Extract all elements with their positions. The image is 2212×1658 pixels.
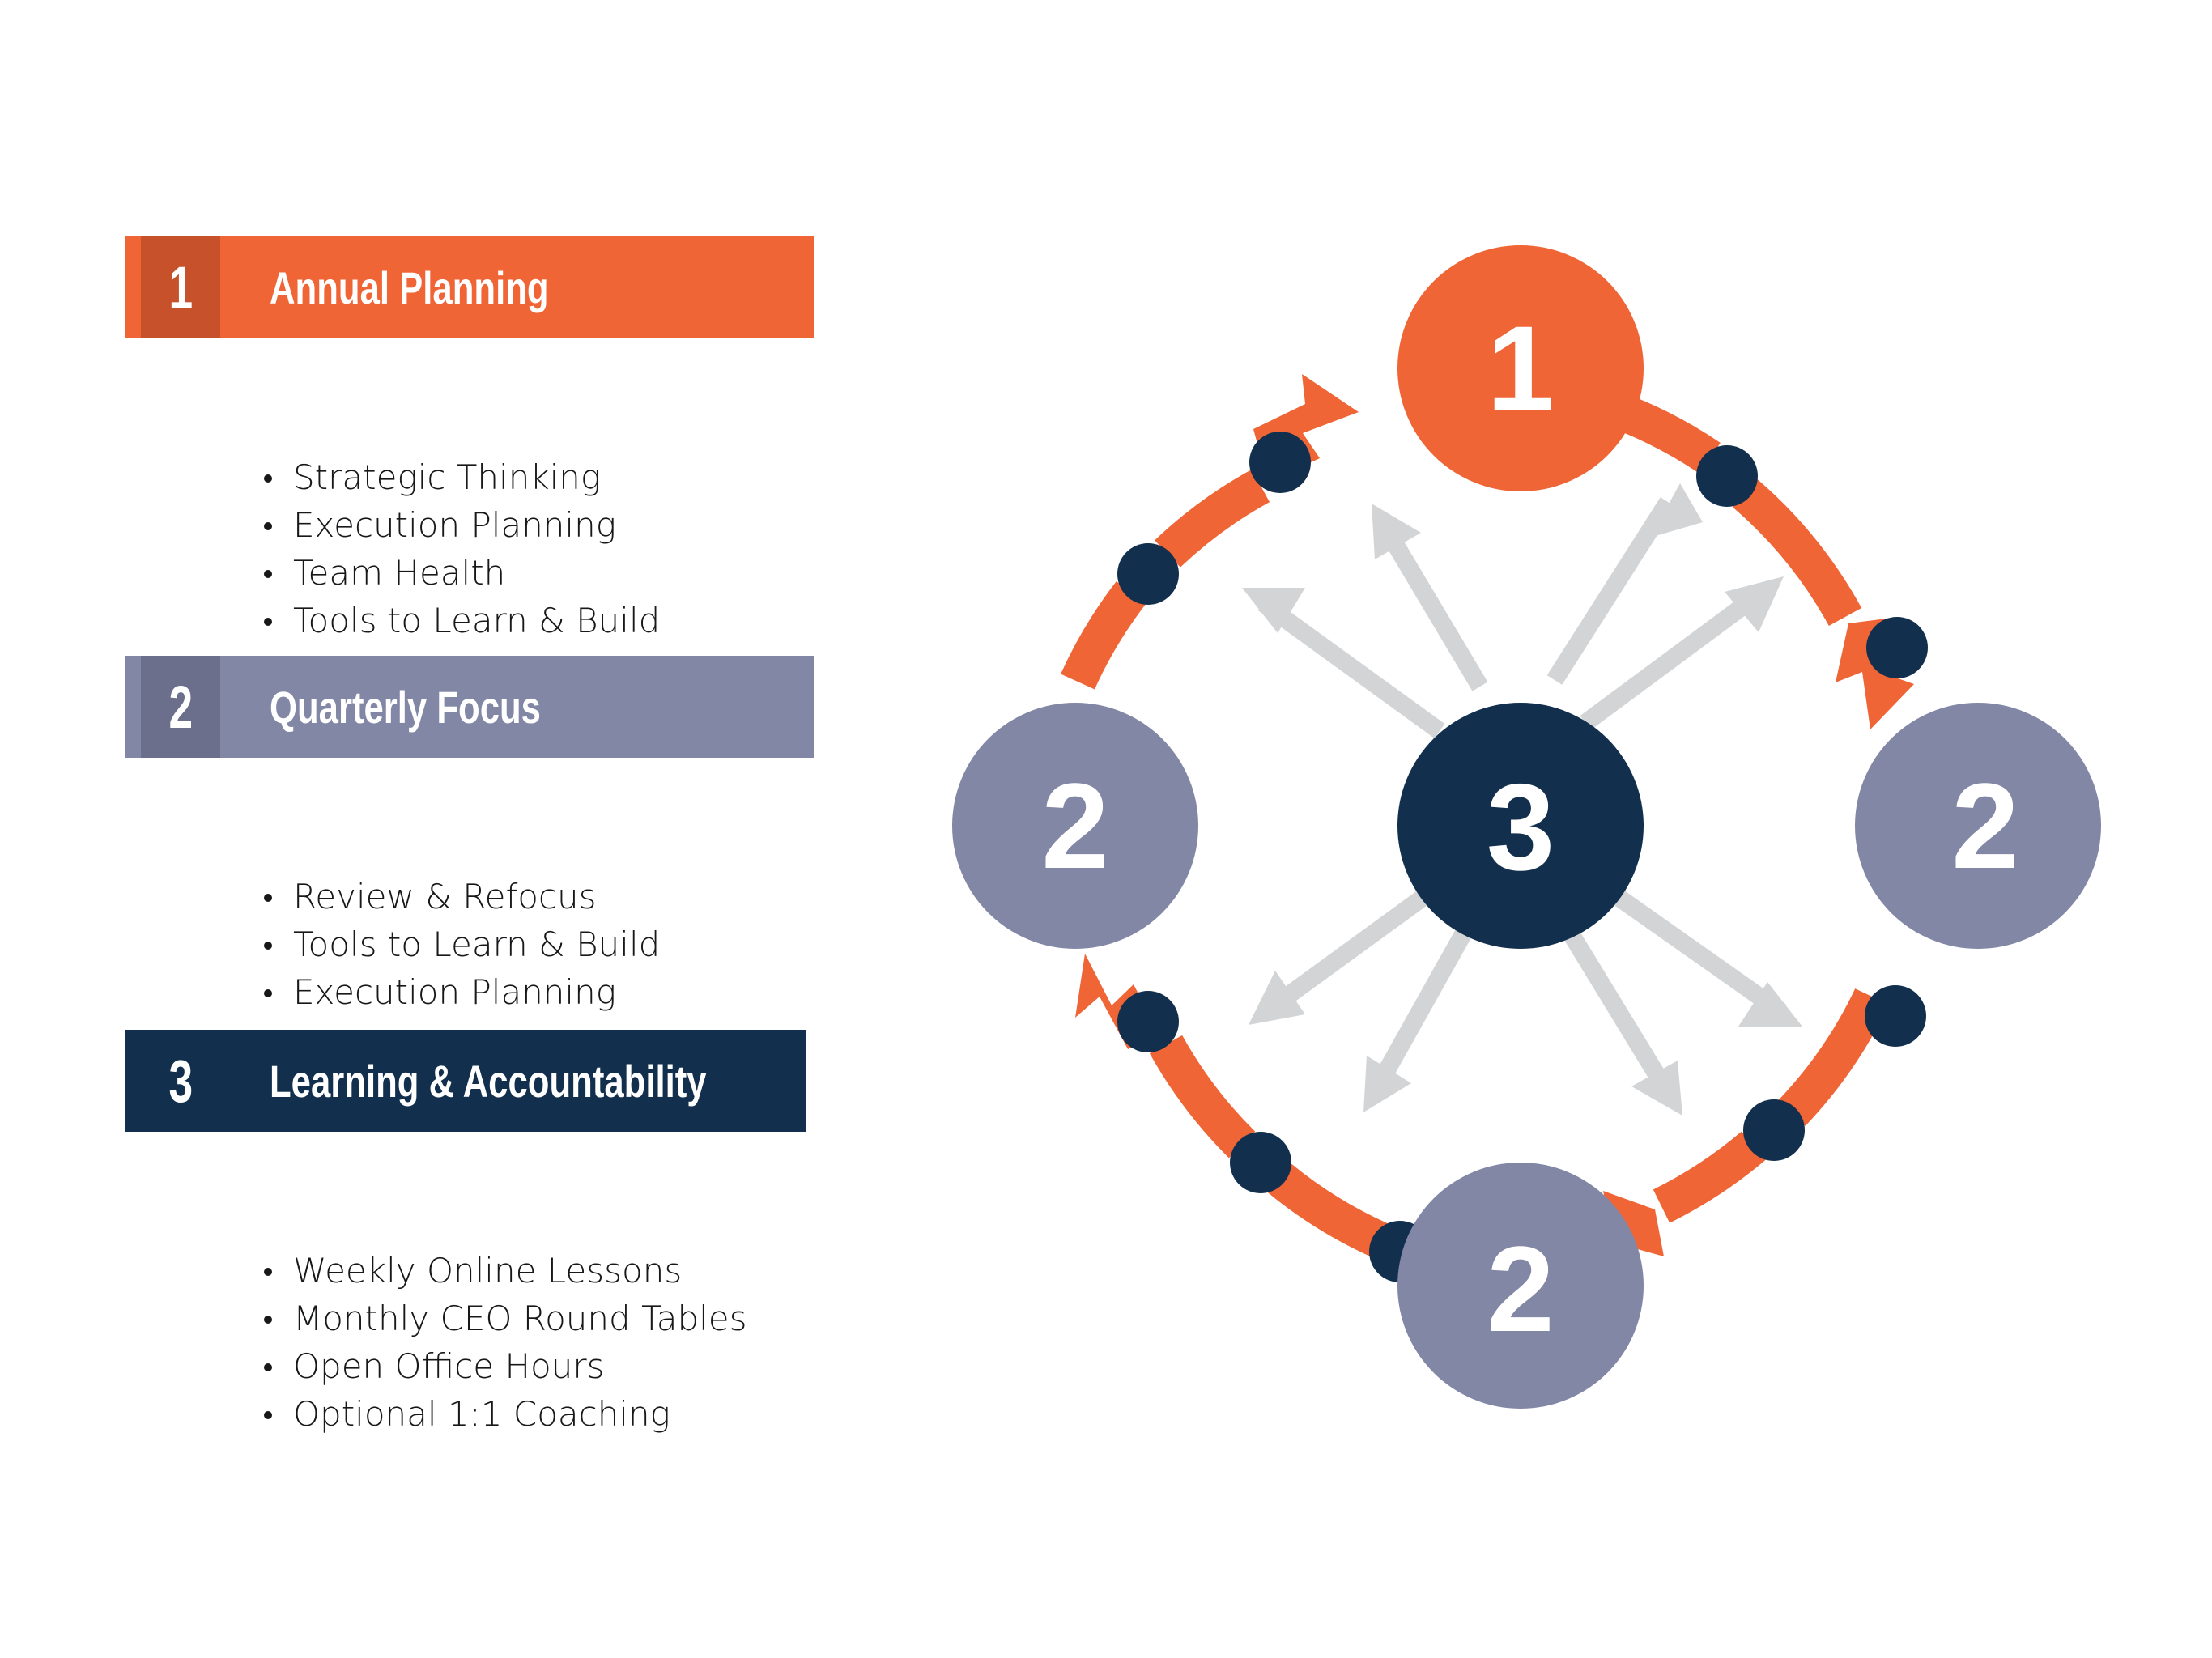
list-item: Monthly CEO Round Tables [259, 1295, 747, 1342]
ring-arrowhead-to-right-node [1836, 617, 1914, 729]
cycle-node-top[interactable]: 1 [1397, 245, 1644, 491]
cycle-node-right-circle [1855, 703, 2101, 949]
cycle-node-top-label: 1 [1487, 300, 1554, 436]
ring-dot-ne-upper [1696, 445, 1758, 507]
list-item: Strategic Thinking [259, 453, 660, 501]
section-number-badge-3: 3 [141, 1030, 220, 1132]
ring-segment-3 [1778, 988, 1889, 1126]
cycle-node-top-circle [1397, 245, 1644, 491]
cycle-diagram: 1 2 2 2 3 [891, 0, 2212, 1658]
list-item: Execution Planning [259, 501, 660, 549]
radial-arrow-ssw [1363, 922, 1475, 1112]
sections-column: 1 Annual Planning Strategic Thinking Exe… [0, 0, 891, 1658]
bullet-list-2: Review & Refocus Tools to Learn & Build … [259, 873, 660, 1016]
list-item: Optional 1:1 Coaching [259, 1390, 747, 1438]
list-item: Weekly Online Lessons [259, 1247, 747, 1295]
cycle-node-center-circle [1397, 703, 1644, 949]
radial-arrow-wsw [1249, 879, 1444, 1025]
list-item: Execution Planning [259, 968, 660, 1016]
list-item: Open Office Hours [259, 1342, 747, 1390]
section-header-bar-1[interactable]: 1 Annual Planning [125, 236, 814, 338]
radial-arrow-ese [1597, 879, 1802, 1027]
ring-dot-nw-lower [1117, 543, 1179, 605]
ring-dot-se-upper [1865, 985, 1926, 1047]
list-item: Review & Refocus [259, 873, 660, 920]
radial-arrow-wnw [1242, 588, 1445, 738]
radial-arrow-nnw [1372, 504, 1488, 691]
section-quarterly-focus: 2 Quarterly Focus [125, 656, 814, 758]
bullet-list-1: Strategic Thinking Execution Planning Te… [259, 453, 660, 644]
ring-segment-6 [1149, 1035, 1256, 1158]
ring-segment-4 [1653, 1131, 1766, 1223]
cycle-node-center-label: 3 [1487, 759, 1555, 896]
radial-arrow-sse [1556, 918, 1682, 1116]
ring-dot-nw-upper [1249, 432, 1311, 493]
list-item: Tools to Learn & Build [259, 597, 660, 644]
ring-dot-ne-lower [1866, 617, 1928, 678]
ring-segment-2 [1732, 478, 1862, 627]
section-header-bar-3[interactable]: 3 Learning & Accountability [125, 1030, 806, 1132]
ring-joint-dots [1117, 432, 1928, 1282]
ring-segment-7 [1061, 580, 1146, 690]
ring-segment-8 [1155, 469, 1270, 568]
section-annual-planning: 1 Annual Planning [125, 236, 814, 338]
section-number-badge-1: 1 [141, 236, 220, 338]
section-learning-accountability: 3 Learning & Accountability [125, 1030, 806, 1132]
section-title-2: Quarterly Focus [270, 681, 541, 733]
cycle-node-left-label: 2 [1041, 758, 1108, 894]
cycle-node-left[interactable]: 2 [952, 703, 1198, 949]
cycle-node-left-circle [952, 703, 1198, 949]
section-header-bar-2[interactable]: 2 Quarterly Focus [125, 656, 814, 758]
section-title-1: Annual Planning [270, 261, 549, 313]
ring-dot-w [1117, 991, 1179, 1052]
radial-arrows-group [1242, 483, 1802, 1116]
section-number-badge-2: 2 [141, 656, 220, 758]
cycle-node-center[interactable]: 3 [1397, 703, 1644, 949]
list-item: Team Health [259, 549, 660, 597]
ring-dot-se-lower [1743, 1099, 1805, 1161]
ring-segment-5 [1267, 1163, 1388, 1257]
radial-arrow-nne [1546, 483, 1703, 685]
cycle-node-bottom-label: 2 [1487, 1221, 1554, 1357]
ring-dot-sw-upper [1230, 1132, 1291, 1193]
cycle-node-right[interactable]: 2 [1855, 703, 2101, 949]
cycle-diagram-svg: 1 2 2 2 3 [952, 245, 2101, 1409]
cycle-node-bottom-circle [1397, 1163, 1644, 1409]
section-title-3: Learning & Accountability [270, 1055, 707, 1107]
bullet-list-3: Weekly Online Lessons Monthly CEO Round … [259, 1247, 747, 1438]
cycle-node-right-label: 2 [1951, 758, 2018, 894]
list-item: Tools to Learn & Build [259, 920, 660, 968]
cycle-node-bottom[interactable]: 2 [1397, 1163, 1644, 1409]
radial-arrow-ene [1580, 576, 1784, 730]
